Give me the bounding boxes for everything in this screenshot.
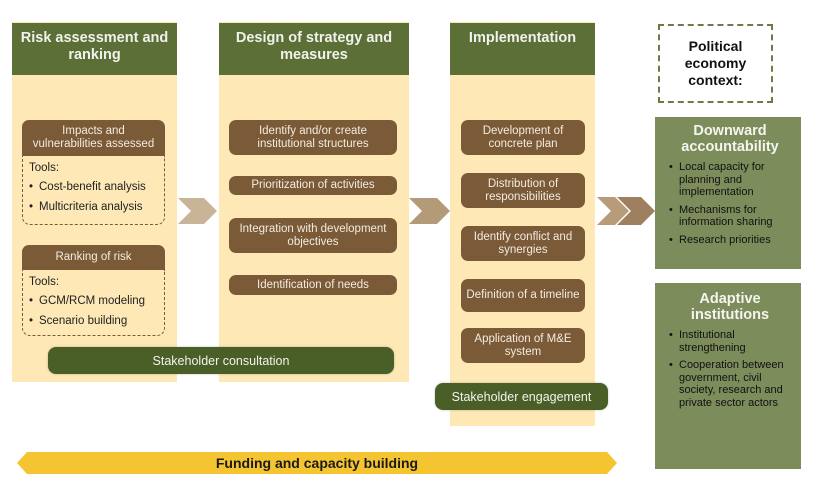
group-header-text: Impacts and vulnerabilities assessed	[32, 125, 155, 150]
stakeholder-consultation-label: Stakeholder consultation	[152, 353, 290, 368]
design-item-text: Prioritization of activities	[251, 179, 375, 191]
chevron-right-icon	[178, 198, 217, 224]
tool-item: Multicriteria analysis	[29, 197, 158, 217]
tools-list: GCM/RCM modeling Scenario building	[29, 291, 158, 331]
implementation-item-text: Definition of a timeline	[466, 289, 580, 301]
tools-label: Tools:	[29, 162, 60, 174]
list-item: Mechanisms for information sharing	[669, 204, 791, 229]
column-title: Risk assessment and ranking	[20, 30, 169, 63]
chevron-right-icon	[409, 198, 450, 224]
group-ranking-tools: Tools: GCM/RCM modeling Scenario buildin…	[22, 270, 165, 336]
group-impacts-header: Impacts and vulnerabilities assessed	[22, 120, 165, 156]
design-item-text: Identify and/or create institutional str…	[257, 124, 369, 150]
design-item: Integration with development objectives	[229, 218, 397, 253]
list-item: Cooperation between government, civil so…	[669, 359, 791, 409]
double-chevron-right-icon	[597, 197, 655, 225]
tools-list: Cost-benefit analysis Multicriteria anal…	[29, 177, 158, 217]
adaptive-institutions-list: Institutional strengthening Cooperation …	[669, 329, 791, 409]
stakeholder-consultation-bar: Stakeholder consultation	[48, 347, 394, 374]
stakeholder-engagement-label: Stakeholder engagement	[451, 389, 592, 404]
adaptive-institutions-box: Adaptive institutions Institutional stre…	[655, 283, 801, 469]
list-item: Institutional strengthening	[669, 329, 791, 354]
funding-label: Funding and capacity building	[17, 451, 617, 475]
implementation-item: Development of concrete plan	[461, 120, 585, 155]
implementation-item: Distribution of responsibilities	[461, 173, 585, 208]
column-title: Design of strategy and measures	[235, 30, 393, 63]
tool-item: Scenario building	[29, 311, 158, 331]
list-item: Local capacity for planning and implemen…	[669, 161, 791, 199]
column-design	[219, 22, 409, 382]
design-item: Identify and/or create institutional str…	[229, 120, 397, 155]
implementation-item: Application of M&E system	[461, 328, 585, 363]
column-title: Implementation	[468, 30, 577, 46]
tools-label: Tools:	[29, 276, 60, 288]
design-item-text: Integration with development objectives	[239, 222, 387, 248]
column-design-title: Design of strategy and measures	[219, 23, 409, 75]
list-item: Research priorities	[669, 234, 791, 247]
stakeholder-engagement-bar: Stakeholder engagement	[435, 383, 608, 410]
column-implementation-title: Implementation	[450, 23, 595, 75]
implementation-item: Definition of a timeline	[461, 279, 585, 312]
downward-accountability-list: Local capacity for planning and implemen…	[669, 161, 791, 246]
funding-text: Funding and capacity building	[215, 455, 419, 471]
group-ranking-header: Ranking of risk	[22, 245, 165, 270]
political-economy-context-box: Political economy context:	[658, 24, 773, 103]
implementation-item-text: Distribution of responsibilities	[485, 177, 561, 203]
implementation-item: Identify conflict and synergies	[461, 226, 585, 261]
design-item: Identification of needs	[229, 275, 397, 295]
column-implementation	[450, 22, 595, 426]
implementation-item-text: Identify conflict and synergies	[473, 230, 573, 256]
implementation-item-text: Application of M&E system	[474, 332, 572, 358]
tool-item: Cost-benefit analysis	[29, 177, 158, 197]
implementation-item-text: Development of concrete plan	[482, 124, 564, 150]
group-impacts-tools: Tools: Cost-benefit analysis Multicriter…	[22, 156, 165, 225]
downward-accountability-title: Downward accountability	[681, 123, 779, 155]
group-header-text: Ranking of risk	[55, 251, 132, 263]
adaptive-institutions-title: Adaptive institutions	[690, 291, 770, 323]
design-item-text: Identification of needs	[257, 278, 369, 291]
funding-arrow-bar	[17, 452, 617, 474]
design-item: Prioritization of activities	[229, 176, 397, 195]
tool-item: GCM/RCM modeling	[29, 291, 158, 311]
downward-accountability-box: Downward accountability Local capacity f…	[655, 117, 801, 269]
column-risk-assessment-title: Risk assessment and ranking	[12, 23, 177, 75]
context-title: Political economy context:	[684, 38, 747, 88]
